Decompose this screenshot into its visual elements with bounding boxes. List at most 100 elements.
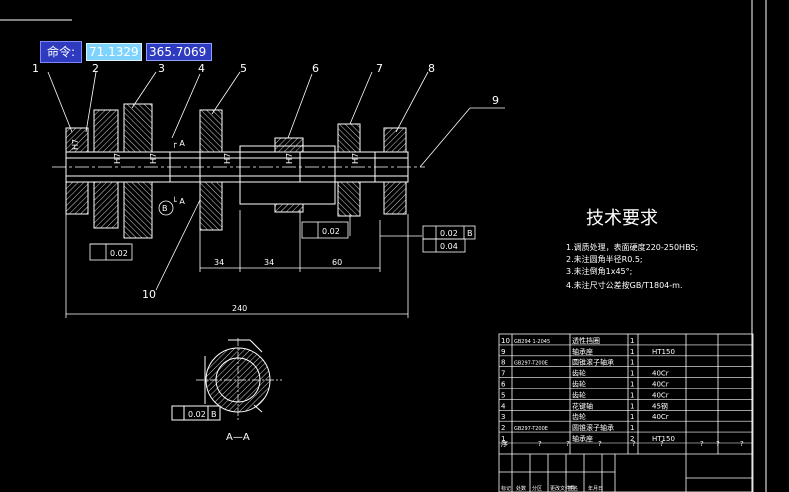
bom-header-cell: 序 xyxy=(501,439,508,448)
bom-cell-name: 轴承座 xyxy=(572,347,593,356)
fit-1: H7 xyxy=(71,139,80,150)
callout-1: 1 xyxy=(32,62,39,75)
bom-cell-name: 齿轮 xyxy=(572,380,586,389)
callout-5: 5 xyxy=(240,62,247,75)
tol-right-1: 0.02 xyxy=(440,229,458,238)
bom-header-cell: ? xyxy=(700,440,704,448)
bom-cell-qty: 1 xyxy=(630,337,634,345)
title-block-cell: 签名 xyxy=(568,485,578,492)
bom-cell-name: 齿轮 xyxy=(572,390,586,399)
tech-item: 1.调质处理，表面硬度220-250HBS; xyxy=(566,242,698,252)
bom-cell-name: 花键轴 xyxy=(572,401,593,410)
bom-cell-qty: 1 xyxy=(630,370,634,378)
bom-header-cell: ? xyxy=(538,440,542,448)
bom-cell-no: 9 xyxy=(501,348,505,356)
bom-cell-qty: 2 xyxy=(630,435,634,443)
bom-cell-name: 透性挡圈 xyxy=(572,336,600,345)
dim-240: 240 xyxy=(232,304,247,313)
gear-middle xyxy=(199,109,223,231)
callout-8: 8 xyxy=(428,62,435,75)
tech-item: 2.未注圆角半径R0.5; xyxy=(566,254,643,264)
bearing-right xyxy=(383,127,407,215)
fit-3: H7 xyxy=(149,153,158,164)
bom-cell-std: GB297-T200E xyxy=(514,426,548,432)
section-ref-bottom: └ A xyxy=(172,196,185,206)
section-label: A—A xyxy=(226,432,250,443)
bom-header-cell: ? xyxy=(740,440,744,448)
section-a-a xyxy=(171,338,282,422)
bom-cell-mat: 40Cr xyxy=(652,413,669,421)
bom-cell-qty: 1 xyxy=(630,424,634,432)
bom-cell-no: 1 xyxy=(501,435,505,443)
title-block-cell: 年月日 xyxy=(588,485,603,492)
datum-b-right: B xyxy=(467,229,473,238)
bom-cell-mat: 40Cr xyxy=(652,381,669,389)
fit-2: H7 xyxy=(113,153,122,164)
title-block-cell: 标记 xyxy=(501,485,511,492)
bom-cell-no: 4 xyxy=(501,402,506,410)
title-block-cell: 更改文件号 xyxy=(550,485,575,492)
callout-10: 10 xyxy=(142,288,156,301)
tol-left: 0.02 xyxy=(110,249,128,258)
y-coordinate-input[interactable]: 365.7069 xyxy=(146,43,213,61)
dim-60: 60 xyxy=(332,258,342,267)
bom-cell-no: 8 xyxy=(501,359,505,367)
dim-34-b: 34 xyxy=(264,258,274,267)
gear-right xyxy=(337,123,361,217)
gear-left xyxy=(93,103,153,239)
bearing-left xyxy=(65,127,89,215)
bom-grid xyxy=(498,333,754,492)
gear-keyway xyxy=(239,137,336,213)
bom-header-cell: ? xyxy=(598,440,602,448)
bom-cell-qty: 1 xyxy=(630,381,634,389)
bom-cell-name: 轴承座 xyxy=(572,434,593,443)
tol-section: 0.02 xyxy=(188,410,206,419)
dim-34-a: 34 xyxy=(214,258,224,267)
title-block-cell: 处数 xyxy=(516,485,526,492)
callout-7: 7 xyxy=(376,62,383,75)
datum-b-section: B xyxy=(211,410,217,419)
bom-cell-mat: HT150 xyxy=(652,348,675,356)
tech-items: 1.调质处理，表面硬度220-250HBS; 2.未注圆角半径R0.5; 3.未… xyxy=(566,242,698,290)
dimension-labels: 34 34 60 240 0.02 0.02 0.02 0.04 0.02 B … xyxy=(71,139,473,419)
bom-cell-name: 圆锥滚子轴承 xyxy=(572,358,614,367)
tol-mid: 0.02 xyxy=(322,227,340,236)
datum-b-circle: B xyxy=(162,204,168,213)
bom-header-cell: ? xyxy=(632,440,636,448)
bom-header-cell: ? xyxy=(566,440,570,448)
bom-cell-name: 圆锥滚子轴承 xyxy=(572,423,614,432)
bom-cell-qty: 1 xyxy=(630,348,634,356)
x-coordinate-input[interactable]: 71.1329 xyxy=(86,43,143,61)
callout-2: 2 xyxy=(92,62,99,75)
bom-cell-name: 齿轮 xyxy=(572,369,586,378)
bom-cell-no: 10 xyxy=(501,337,510,345)
bom-cell-no: 3 xyxy=(501,413,505,421)
bom-cell-qty: 1 xyxy=(630,413,634,421)
bom-cell-qty: 1 xyxy=(630,391,634,399)
callout-3: 3 xyxy=(158,62,165,75)
bom-cell-std: GB294 1-2045 xyxy=(514,339,550,345)
title-block-cell: 分区 xyxy=(532,485,542,492)
command-label: 命令: xyxy=(40,41,83,63)
callout-9: 9 xyxy=(492,94,499,107)
callout-4: 4 xyxy=(198,62,205,75)
bom-cell-qty: 1 xyxy=(630,359,634,367)
bom-cell-qty: 1 xyxy=(630,402,634,410)
tech-item: 4.未注尺寸公差按GB/T1804-m. xyxy=(566,280,682,290)
tol-right-2: 0.04 xyxy=(440,242,458,251)
bom-header-cell: ? xyxy=(716,440,720,448)
fit-5: H7 xyxy=(285,153,294,164)
command-tooltip: 命令: 71.1329 365.7069 xyxy=(40,41,213,63)
bom-cell-no: 7 xyxy=(501,370,505,378)
bom-cell-no: 6 xyxy=(501,381,506,389)
bom-cell-mat: 40Cr xyxy=(652,370,669,378)
fit-6: H7 xyxy=(351,153,360,164)
shaft xyxy=(65,151,409,183)
bom-cell-name: 齿轮 xyxy=(572,412,586,421)
bom-cell-no: 2 xyxy=(501,424,505,432)
bom-cell-mat: HT150 xyxy=(652,435,675,443)
bom-cell-no: 5 xyxy=(501,391,505,399)
callout-labels: 1 2 3 4 5 6 7 8 9 10 xyxy=(32,62,499,301)
